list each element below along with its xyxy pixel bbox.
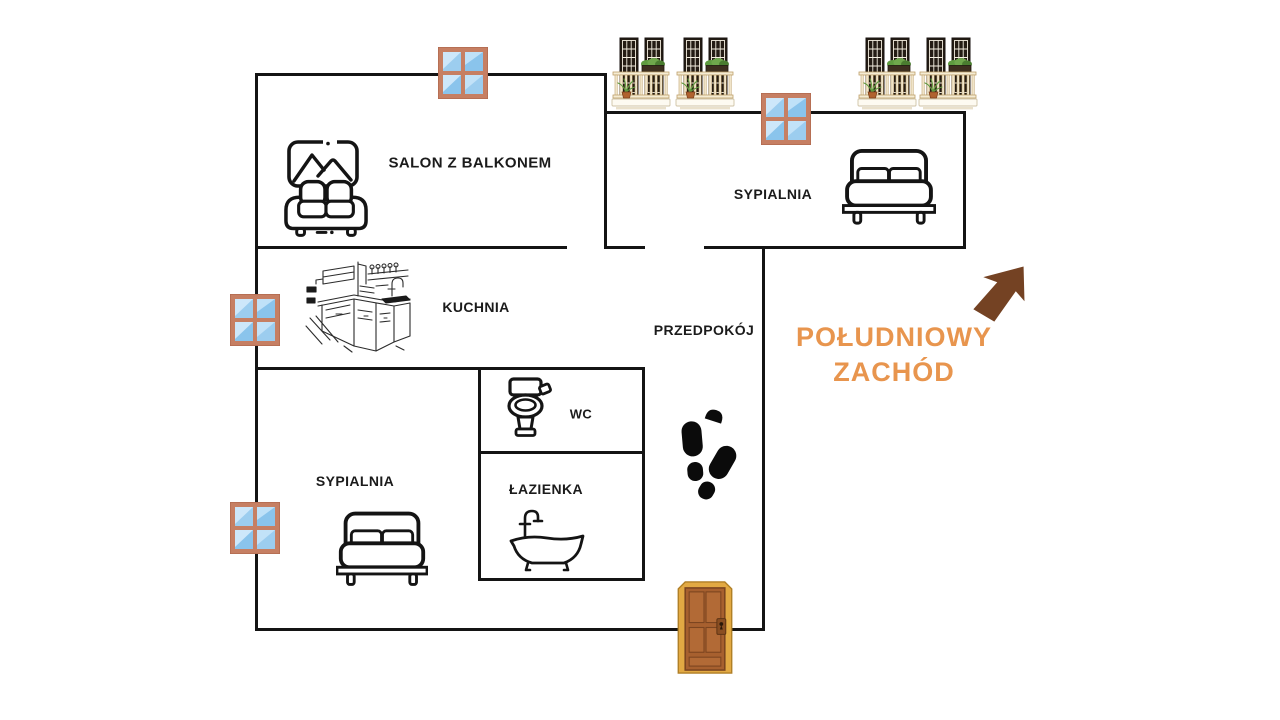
label-bathroom: ŁAZIENKA <box>509 481 583 497</box>
wall-bedroom-top-right <box>963 111 966 249</box>
wall-bath-bottom <box>478 578 645 581</box>
bathtub-icon <box>508 506 586 572</box>
balcony-icon <box>675 37 736 111</box>
balcony-icon <box>611 37 672 111</box>
window-icon <box>761 93 811 145</box>
footprints-icon <box>676 408 740 503</box>
double-bed-icon <box>842 149 936 227</box>
window-icon <box>438 47 488 99</box>
compass-line-1: POŁUDNIOWY <box>796 322 992 352</box>
entrance-door-icon <box>676 581 734 674</box>
wall-outer-bottom <box>255 628 765 631</box>
window-icon <box>230 294 280 346</box>
label-salon: SALON Z BALKONEM <box>388 154 552 172</box>
compass-direction: POŁUDNIOWY ZACHÓD <box>753 320 1035 390</box>
wall-kitchen-stub <box>604 246 645 249</box>
wall-salon-right <box>604 73 607 249</box>
label-kitchen: KUCHNIA <box>442 299 510 315</box>
kitchen-sketch-icon <box>296 258 426 356</box>
balcony-icon <box>857 37 918 111</box>
wall-salon-bottom <box>255 246 567 249</box>
sofa-icon <box>284 179 368 237</box>
window-icon <box>230 502 280 554</box>
wall-bedroom-top-bottom <box>704 246 966 249</box>
wall-salon-top <box>255 73 607 76</box>
wall-outer-left <box>255 73 258 631</box>
label-hallway: PRZEDPOKÓJ <box>653 322 755 338</box>
wall-mid-horizontal <box>255 367 645 370</box>
label-wc: WC <box>569 406 593 422</box>
northeast-arrow-icon <box>972 258 1036 328</box>
wall-bath-left <box>478 367 481 581</box>
double-bed-icon <box>336 510 428 590</box>
label-bedroom-bottom: SYPIALNIA <box>315 473 395 489</box>
toilet-icon <box>501 377 555 441</box>
compass-line-2: ZACHÓD <box>833 357 955 387</box>
wall-bath-right <box>642 367 645 581</box>
label-bedroom-top: SYPIALNIA <box>733 186 813 202</box>
balcony-icon <box>918 37 979 111</box>
wall-wc-bath-divider <box>478 451 645 454</box>
wall-hall-right <box>762 246 765 631</box>
